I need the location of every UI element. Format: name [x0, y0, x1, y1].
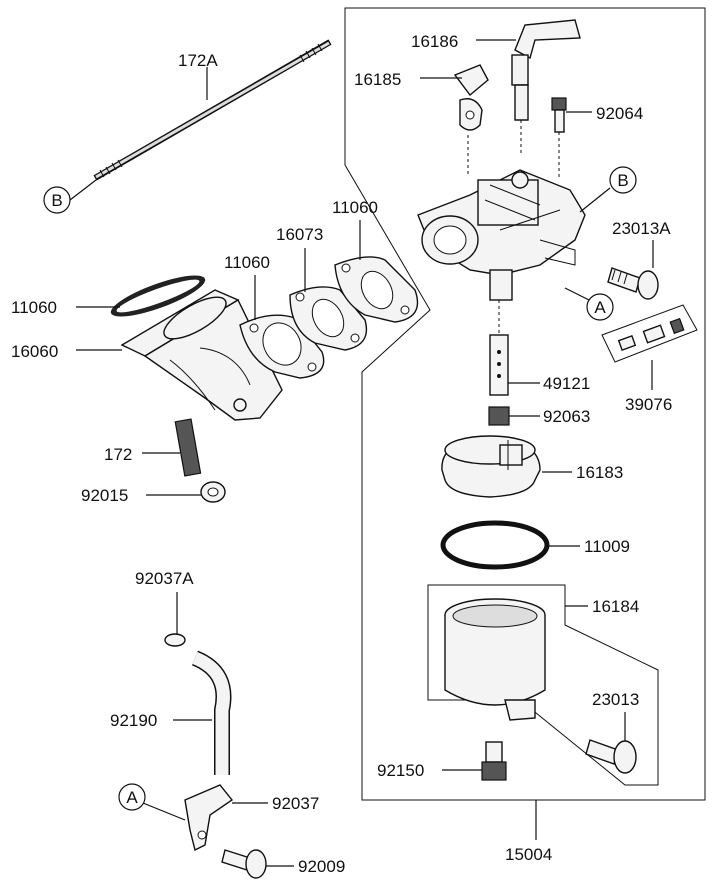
clip-92037a: [164, 633, 186, 647]
label-23013A: 23013A: [612, 219, 671, 238]
jet-92063: [488, 406, 510, 426]
carburetor-body: [417, 169, 586, 301]
label-11060-left: 11060: [11, 298, 57, 317]
float-16183: [441, 435, 541, 498]
callout-a-right: A: [586, 293, 614, 321]
bolt-92150: [481, 741, 507, 781]
callout-a-left: A: [118, 783, 146, 811]
nozzle-49121: [489, 300, 509, 396]
bowl-16184: [444, 598, 546, 721]
callout-b-right: B: [609, 166, 637, 194]
oring-11009: [440, 520, 550, 570]
label-11060-mid: 11060: [224, 253, 270, 272]
label-16184: 16184: [592, 597, 639, 616]
bolt-92009: [221, 849, 267, 879]
plug-92064: [551, 97, 567, 180]
choke-lever-16186: [511, 19, 581, 155]
label-172: 172: [104, 445, 132, 464]
label-16073: 16073: [276, 225, 323, 244]
clamp-92037: [184, 784, 234, 852]
bowl-boundary: [427, 584, 659, 786]
label-92190: 92190: [110, 711, 157, 730]
assembly-boundary: [344, 7, 706, 801]
label-92063: 92063: [543, 407, 590, 426]
label-92009: 92009: [298, 857, 345, 876]
label-92037A: 92037A: [135, 569, 194, 588]
label-92150: 92150: [377, 761, 424, 780]
label-16060: 16060: [11, 342, 58, 361]
label-15004: 15004: [505, 845, 552, 864]
gasket-11060-left: [110, 275, 206, 317]
screw-23013a: [607, 267, 659, 300]
svg-text:A: A: [126, 788, 138, 807]
jet-kit-39076: [617, 317, 685, 351]
leader-lines: [69, 39, 654, 867]
hose-92190: [191, 650, 232, 775]
spacer-16073: [289, 286, 368, 351]
label-16183: 16183: [576, 463, 623, 482]
label-92015: 92015: [81, 486, 128, 505]
nut-92015: [200, 481, 226, 503]
callout-b-left: B: [43, 186, 71, 214]
screw-23013: [585, 739, 637, 774]
label-11009: 11009: [584, 537, 630, 556]
gasket-11060-right: [334, 256, 419, 323]
svg-text:A: A: [594, 298, 606, 317]
label-172A: 172A: [178, 51, 218, 70]
label-16185: 16185: [354, 70, 401, 89]
label-11060-right: 11060: [332, 198, 378, 217]
jet-kit-box: [601, 304, 698, 363]
label-39076: 39076: [625, 395, 672, 414]
svg-text:B: B: [51, 191, 62, 210]
label-23013: 23013: [592, 690, 639, 709]
svg-text:B: B: [617, 171, 628, 190]
label-92037: 92037: [272, 794, 319, 813]
label-49121: 49121: [543, 374, 590, 393]
stud-172a: [93, 39, 332, 181]
stud-172: [174, 418, 202, 477]
throttle-16185: [453, 64, 489, 175]
label-16186: 16186: [411, 32, 458, 51]
label-92064: 92064: [596, 104, 643, 123]
